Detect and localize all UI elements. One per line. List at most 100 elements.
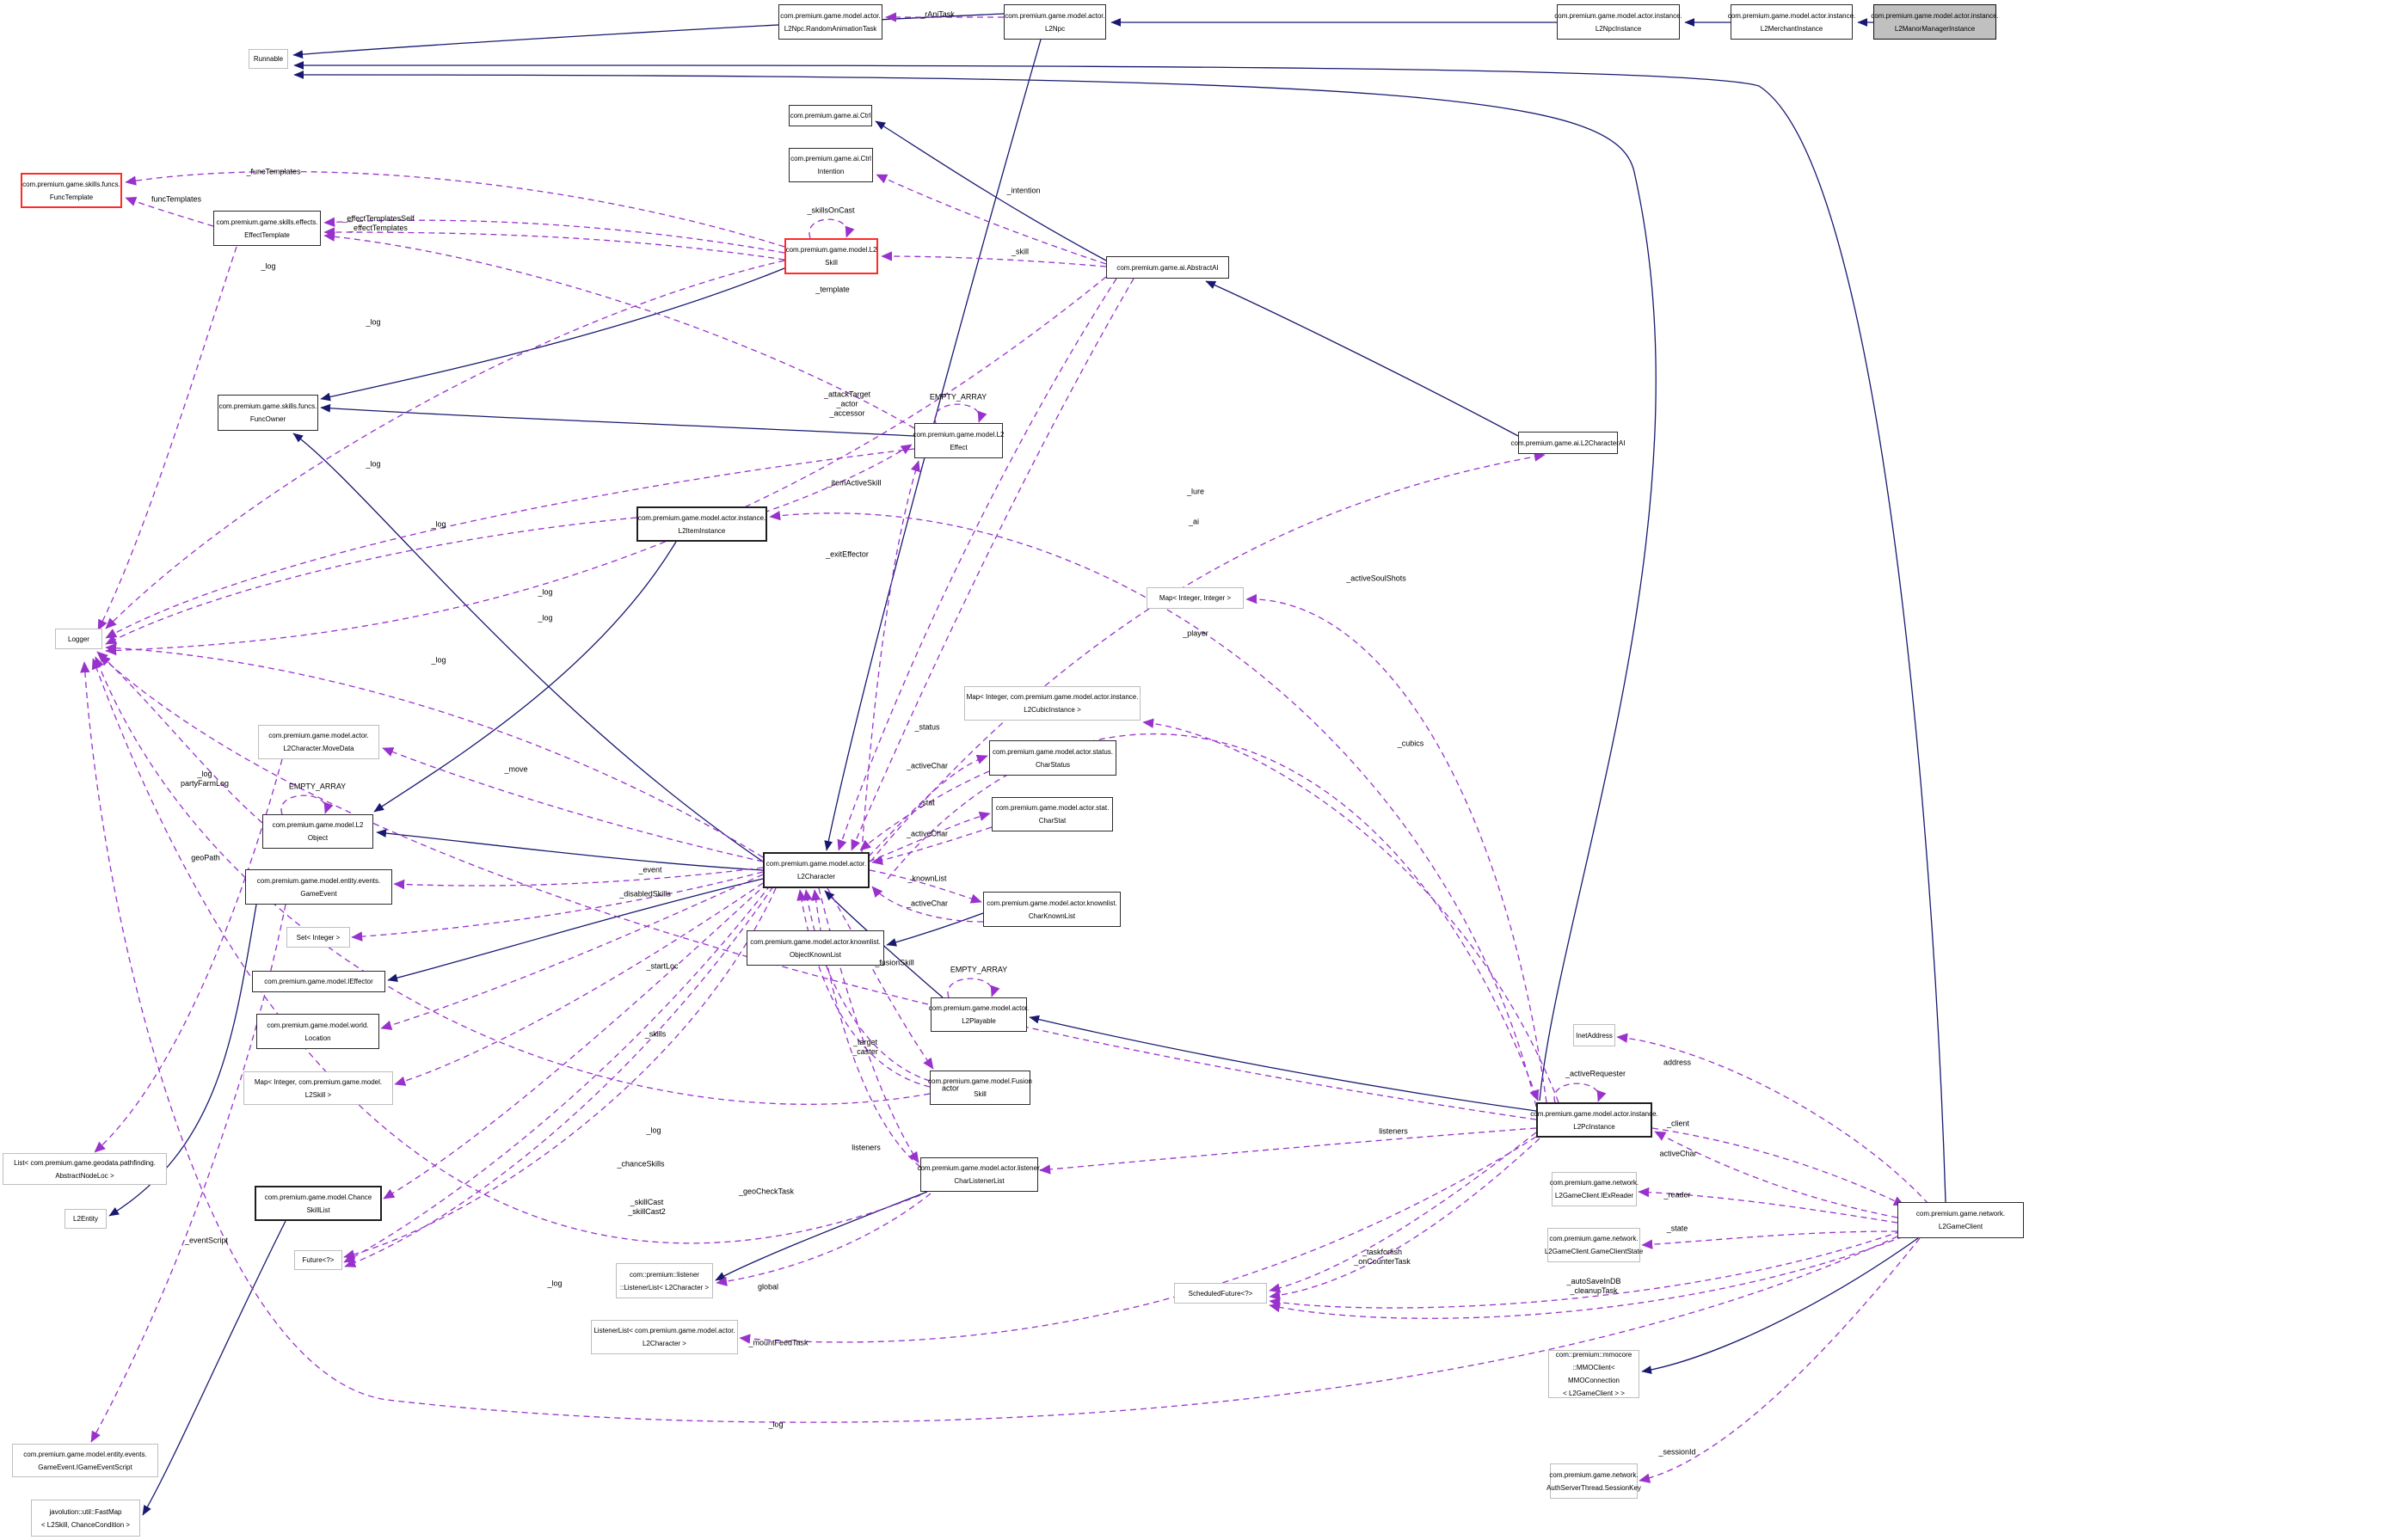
usage-edge-26 (323, 227, 785, 261)
usage-edge-39 (95, 656, 931, 1105)
usage-edge-56 (1142, 718, 1559, 1103)
node-l2game-client[interactable]: com.premium.game.network. L2GameClient (1897, 1202, 2024, 1238)
usage-edge-81 (1269, 1138, 1540, 1301)
usage-edge-88 (1641, 1230, 1898, 1249)
usage-edge-54 (1245, 593, 1547, 1103)
inheritance-edge-20 (142, 1220, 286, 1516)
node-mmo-client[interactable]: com::premium::mmocore ::MMOClient< MMOCo… (1548, 1350, 1639, 1398)
node-l2effect[interactable]: com.premium.game.model.L2 Effect (913, 423, 1004, 458)
node-object-knownlist[interactable]: com.premium.game.model.actor.knownlist. … (747, 930, 884, 966)
inheritance-edge-19 (715, 1191, 928, 1281)
node-l2object[interactable]: com.premium.game.model.L2 Object (262, 814, 373, 849)
usage-edge-55 (887, 733, 1540, 1101)
node-future[interactable]: Future<?> (294, 1250, 342, 1270)
node-l2character[interactable]: com.premium.game.model.actor. L2Characte… (763, 852, 870, 888)
node-char-stat[interactable]: com.premium.game.model.actor.stat. CharS… (992, 797, 1113, 831)
node-l2npc-instance[interactable]: com.premium.game.model.actor.instance. L… (1554, 4, 1682, 40)
usage-edge-69 (343, 887, 777, 1260)
node-ctrl[interactable]: com.premium.game.ai.Ctrl (789, 105, 872, 126)
usage-edge-57 (868, 754, 988, 857)
node-l2npc[interactable]: com.premium.game.model.actor. L2Npc (1004, 4, 1106, 40)
inheritance-edge-4 (293, 61, 1946, 1203)
usage-edge-65 (796, 889, 931, 1088)
usage-edge-42 (382, 747, 764, 862)
usage-edge-51 (861, 460, 920, 853)
node-effect-template[interactable]: com.premium.game.skills.effects. EffectT… (213, 211, 321, 246)
inheritance-edge-5 (293, 71, 1657, 1101)
usage-edge-25 (323, 217, 785, 254)
node-igame-event-script[interactable]: com.premium.game.model.entity.events. Ga… (12, 1444, 158, 1477)
usage-edge-63 (827, 887, 934, 1070)
node-set-integer[interactable]: Set< Integer > (286, 927, 350, 948)
usage-edge-34 (105, 517, 637, 645)
node-scheduled-future[interactable]: ScheduledFuture<?> (1174, 1283, 1267, 1304)
usage-edge-36 (105, 276, 1107, 656)
inheritance-edge-8 (1205, 280, 1519, 437)
node-move-data[interactable]: com.premium.game.model.actor. L2Characte… (258, 725, 379, 759)
node-gameclient-state[interactable]: com.premium.game.network. L2GameClient.G… (1545, 1228, 1643, 1262)
inheritance-edge-3 (292, 13, 1005, 59)
node-l2playable[interactable]: com.premium.game.model.actor. L2Playable (929, 997, 1029, 1032)
usage-edge-41 (80, 661, 1898, 1423)
node-ieffector[interactable]: com.premium.game.model.IEffector (252, 971, 385, 992)
node-map-cubic[interactable]: Map< Integer, com.premium.game.model.act… (964, 686, 1141, 721)
node-list-nodeloc[interactable]: List< com.premium.game.geodata.pathfindi… (3, 1153, 167, 1185)
node-chance-skilllist[interactable]: com.premium.game.model.Chance SkillList (255, 1186, 382, 1221)
usage-edge-73 (380, 874, 764, 1030)
usage-edge-61 (869, 869, 982, 904)
node-runnable[interactable]: Runnable (249, 49, 288, 69)
node-l2manor-manager-instance[interactable]: com.premium.game.model.actor.instance. L… (1871, 4, 1999, 40)
usage-edge-86 (1654, 1131, 1898, 1218)
inheritance-edge-13 (373, 541, 677, 813)
node-abstract-ai[interactable]: com.premium.game.ai.AbstractAI (1106, 256, 1229, 279)
node-l2skill[interactable]: com.premium.game.model.L2 Skill (784, 238, 878, 274)
node-ctrl-intention[interactable]: com.premium.game.ai.Ctrl Intention (789, 148, 873, 182)
node-fastmap[interactable]: javolution::util::FastMap < L2Skill, Cha… (31, 1500, 140, 1537)
node-map-l2skill[interactable]: Map< Integer, com.premium.game.model. L2… (243, 1071, 393, 1105)
usage-edge-74 (394, 882, 764, 1086)
inheritance-edge-18 (1641, 1237, 1919, 1375)
node-location[interactable]: com.premium.game.model.world. Location (256, 1014, 379, 1049)
node-fusion-skill[interactable]: com.premium.game.model.Fusion Skill (928, 1071, 1032, 1105)
node-inet-address[interactable]: InetAddress (1573, 1024, 1615, 1046)
node-func-template[interactable]: com.premium.game.skills.funcs. FuncTempl… (21, 173, 122, 208)
usage-edge-84 (1616, 1033, 1929, 1205)
node-l2merchant-instance[interactable]: com.premium.game.model.actor.instance. L… (1728, 4, 1855, 40)
node-session-key[interactable]: com.premium.game.network. AuthServerThre… (1546, 1463, 1641, 1499)
node-iex-reader[interactable]: com.premium.game.network. L2GameClient.I… (1550, 1172, 1639, 1206)
usage-edge-52 (769, 510, 1537, 1107)
node-char-knownlist[interactable]: com.premium.game.model.actor.knownlist. … (983, 892, 1121, 927)
node-l2pc-instance[interactable]: com.premium.game.model.actor.instance. L… (1530, 1102, 1658, 1138)
node-l2character-ai[interactable]: com.premium.game.ai.L2CharacterAI (1511, 432, 1625, 454)
node-listenerlist-l2character[interactable]: com::premium::listener ::ListenerList< L… (616, 1263, 713, 1298)
usage-edge-35 (105, 642, 764, 858)
node-map-int-int[interactable]: Map< Integer, Integer > (1147, 587, 1244, 609)
usage-edge-47 (1553, 1083, 1607, 1103)
node-l2entity[interactable]: L2Entity (65, 1209, 107, 1229)
node-listenerlist-actor-l2character[interactable]: ListenerList< com.premium.game.model.act… (591, 1320, 738, 1354)
edge-group (80, 12, 1946, 1516)
node-l2item-instance[interactable]: com.premium.game.model.actor.instance. L… (636, 506, 767, 542)
usage-edge-87 (1638, 1187, 1898, 1224)
node-char-listenerlist[interactable]: com.premium.game.model.actor.listener. C… (917, 1157, 1042, 1192)
node-game-event[interactable]: com.premium.game.model.entity.events. Ga… (245, 869, 392, 905)
usage-edge-71 (343, 884, 772, 1263)
inheritance-edge-17 (886, 912, 984, 947)
usage-edge-38 (99, 654, 1537, 1120)
inheritance-edge-12 (376, 829, 764, 871)
node-logger[interactable]: Logger (55, 629, 102, 649)
usage-edge-80 (1269, 1132, 1537, 1293)
inheritance-edge-11 (292, 433, 764, 862)
usage-edge-29 (881, 251, 1107, 267)
node-func-owner[interactable]: com.premium.game.skills.funcs. FuncOwner (218, 395, 318, 431)
node-rand-anim-task[interactable]: com.premium.game.model.actor. L2Npc.Rand… (778, 4, 882, 40)
usage-edge-53 (870, 451, 1546, 862)
usage-edge-46 (947, 978, 1000, 998)
inheritance-edge-15 (1029, 1015, 1537, 1112)
node-char-status[interactable]: com.premium.game.model.actor.status. Cha… (989, 740, 1116, 776)
inheritance-edge-9 (320, 267, 785, 402)
usage-edge-82 (1269, 1230, 1902, 1309)
inheritance-edge-14 (387, 878, 764, 983)
